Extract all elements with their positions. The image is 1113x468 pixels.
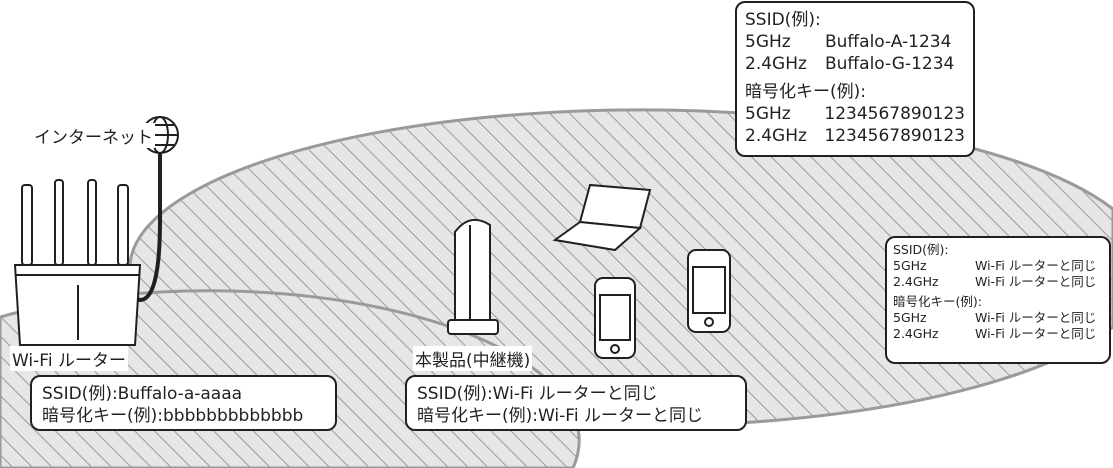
router-label: Wi-Fi ルーター xyxy=(10,346,128,371)
ssid-row-5ghz: 5GHz Buffalo-A-1234 xyxy=(745,31,965,53)
band-label: 5GHz xyxy=(893,310,927,325)
key-row-5ghz: 5GHz Wi-Fi ルーターと同じ xyxy=(893,310,1103,326)
ssid-value: Buffalo-G-1234 xyxy=(825,54,955,74)
internet-cable xyxy=(130,153,162,302)
band-label: 2.4GHz xyxy=(893,274,939,289)
laptop-icon xyxy=(552,183,652,252)
smartphone-icon xyxy=(687,249,731,333)
router-settings-box: SSID(例):Buffalo-a-aaaa 暗号化キー(例):bbbbbbbb… xyxy=(30,375,337,431)
key-row-5ghz: 5GHz 1234567890123 xyxy=(745,103,965,125)
extender-settings-box: SSID(例):Wi-Fi ルーターと同じ 暗号化キー(例):Wi-Fi ルータ… xyxy=(405,375,747,431)
router-key: 暗号化キー(例):bbbbbbbbbbbbb xyxy=(42,406,304,426)
key-row-24ghz: 2.4GHz 1234567890123 xyxy=(745,125,965,147)
ssid-title: SSID(例): xyxy=(745,10,821,30)
key-value: Wi-Fi ルーターと同じ xyxy=(975,326,1097,341)
internet-label: インターネット xyxy=(32,123,155,148)
band-label: 2.4GHz xyxy=(893,326,939,341)
ssid-title: SSID(例): xyxy=(893,242,949,257)
smartphone-icon xyxy=(594,277,636,359)
router-ssid: SSID(例):Buffalo-a-aaaa xyxy=(42,384,243,404)
ssid-value: Wi-Fi ルーターと同じ xyxy=(975,274,1097,289)
key-title: 暗号化キー(例): xyxy=(893,294,982,309)
ssid-row-24ghz: 2.4GHz Wi-Fi ルーターと同じ xyxy=(893,274,1103,290)
key-value: Wi-Fi ルーターと同じ xyxy=(975,310,1097,325)
band-label: 2.4GHz xyxy=(745,54,807,74)
band-label: 5GHz xyxy=(893,258,927,273)
router-ssid-example-box: SSID(例): 5GHz Buffalo-A-1234 2.4GHz Buffal… xyxy=(735,1,975,157)
band-label: 5GHz xyxy=(745,104,791,124)
extender-ssid: SSID(例):Wi-Fi ルーターと同じ xyxy=(417,384,658,404)
band-label: 5GHz xyxy=(745,32,791,52)
ssid-row-5ghz: 5GHz Wi-Fi ルーターと同じ xyxy=(893,258,1103,274)
ssid-value: Wi-Fi ルーターと同じ xyxy=(975,258,1097,273)
key-title: 暗号化キー(例): xyxy=(745,82,866,102)
router-icon xyxy=(13,179,142,346)
ssid-row-24ghz: 2.4GHz Buffalo-G-1234 xyxy=(745,53,965,75)
extender-icon xyxy=(447,218,499,335)
key-value: 1234567890123 xyxy=(824,126,965,146)
extender-label: 本製品(中継機) xyxy=(413,346,533,371)
key-row-24ghz: 2.4GHz Wi-Fi ルーターと同じ xyxy=(893,326,1103,342)
band-label: 2.4GHz xyxy=(745,126,807,146)
ssid-value: Buffalo-A-1234 xyxy=(825,32,952,52)
key-value: 1234567890123 xyxy=(824,104,965,124)
extender-key: 暗号化キー(例):Wi-Fi ルーターと同じ xyxy=(417,406,703,426)
